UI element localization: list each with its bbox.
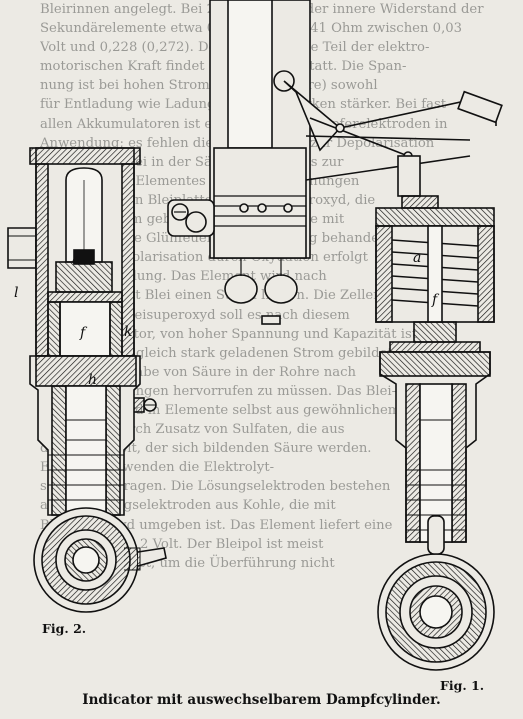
fig1-cylinder-section <box>375 195 495 543</box>
fig2-label: Fig. 2. <box>42 621 87 636</box>
fig1-drum-and-lever <box>167 0 503 325</box>
label-f-fig1: f <box>432 292 438 308</box>
fig1-plan-view <box>377 515 495 671</box>
figure-caption: Indicator mit auswechselbarem Dampfcylin… <box>82 692 441 708</box>
fig2-sectional-view <box>7 147 157 516</box>
label-k: k <box>124 324 133 340</box>
label-f-fig2: f <box>80 325 86 341</box>
label-l: l <box>14 285 19 301</box>
fig2-plan-view <box>33 507 167 613</box>
label-a-fig2: a <box>72 252 81 268</box>
fig1-label: Fig. 1. <box>440 678 485 693</box>
indicator-drawing <box>7 0 503 671</box>
background-text-line: säure eingetragen. Die Lösungselektroden… <box>40 479 391 495</box>
label-h: h <box>88 372 98 388</box>
label-a-fig1: a <box>413 250 422 266</box>
